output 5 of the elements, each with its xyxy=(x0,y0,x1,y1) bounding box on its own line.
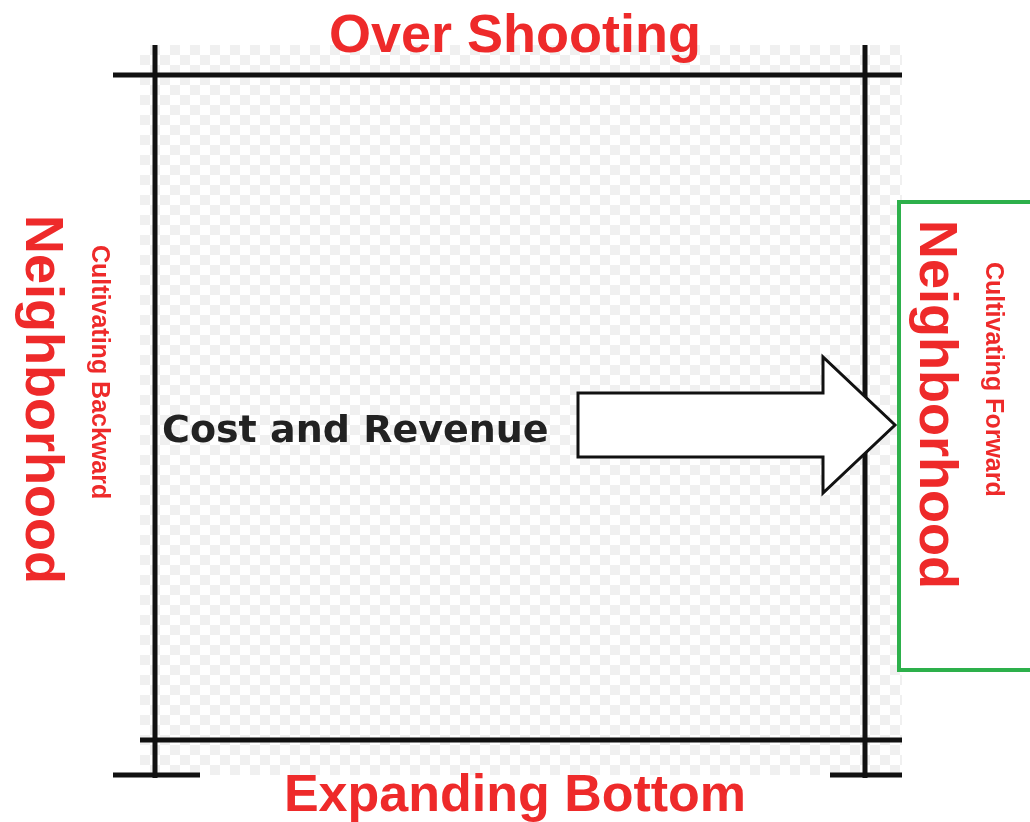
highlight-box xyxy=(897,200,1030,672)
block-arrow xyxy=(576,353,898,497)
vertical-heading: Cultivating Forward xyxy=(981,262,1007,497)
vertical-heading: Cultivating Backward xyxy=(88,245,113,500)
node-text: Cost and Revenue xyxy=(162,410,549,448)
